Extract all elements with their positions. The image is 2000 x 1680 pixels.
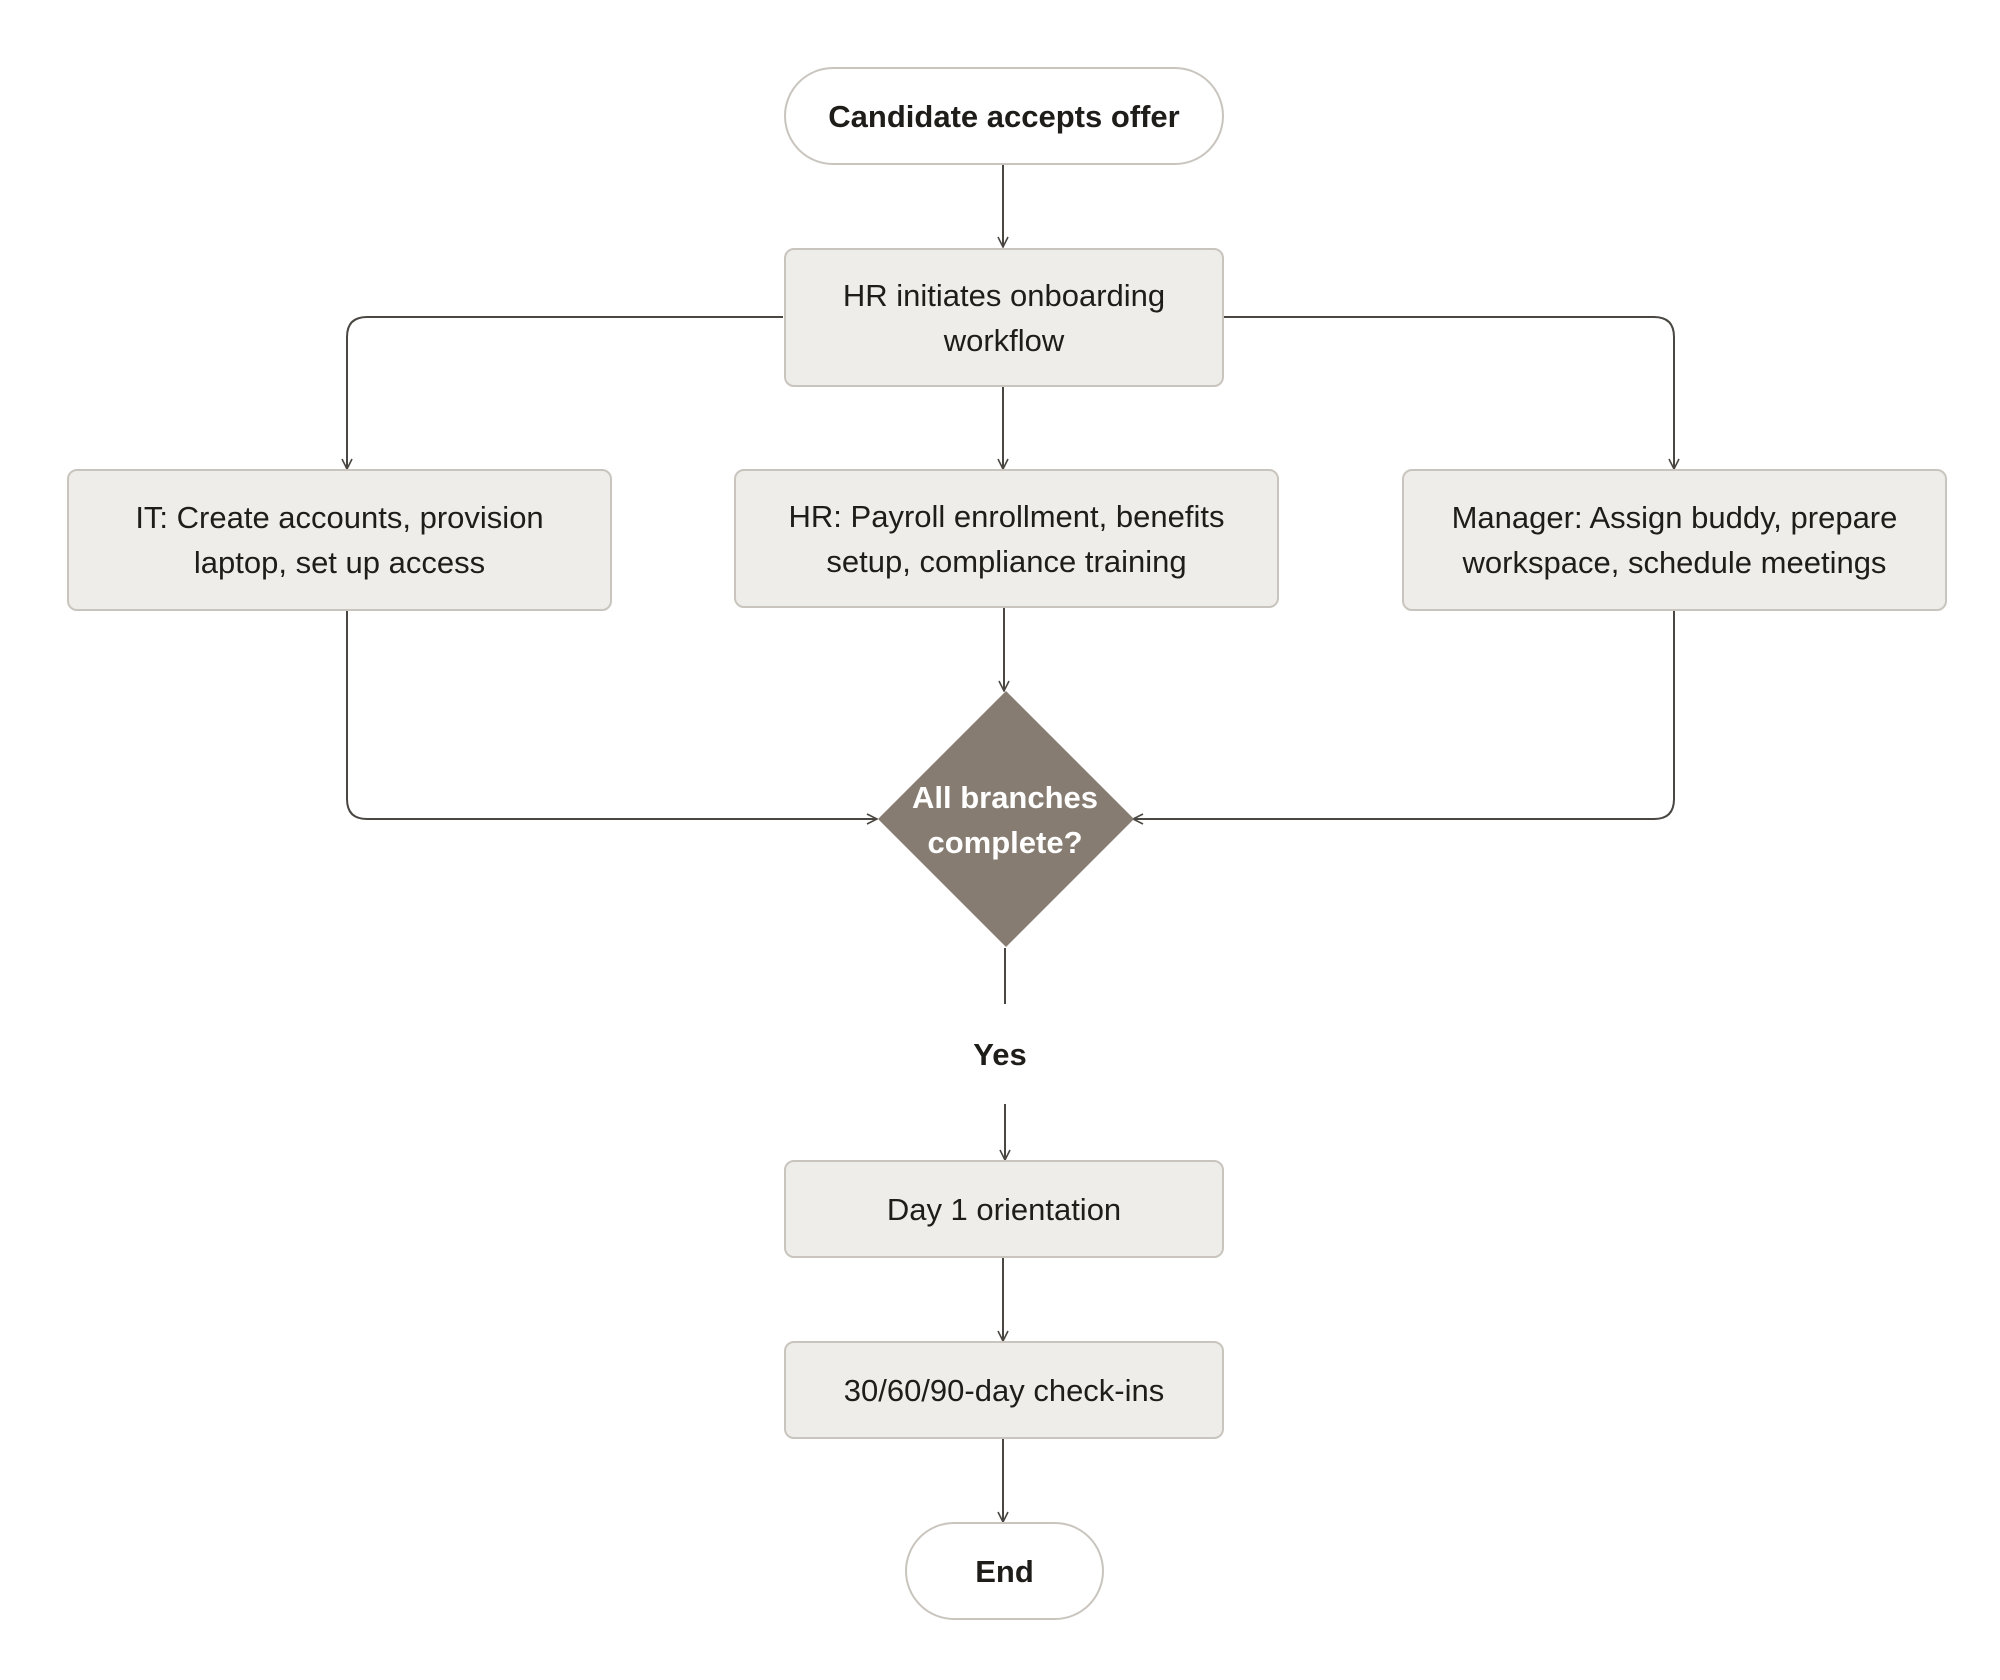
hr-initiates-node-label: HR initiates onboarding workflow — [842, 277, 1166, 358]
decision-diamond — [878, 691, 1134, 947]
checkins-node-label: 30/60/90-day check-ins — [843, 1372, 1165, 1408]
it-task-node-label: IT: Create accounts, provision laptop, s… — [135, 500, 544, 580]
arrow-hr-initiates-to-manager — [1223, 316, 1674, 469]
start-node-label: Candidate accepts offer — [828, 98, 1180, 134]
hr-task-node-label: HR: Payroll enrollment, benefits setup, … — [788, 498, 1225, 579]
arrow-manager-to-decision — [1133, 611, 1675, 819]
checkins-node: 30/60/90-day check-ins — [784, 1341, 1224, 1439]
day1-orientation-node: Day 1 orientation — [784, 1160, 1224, 1258]
day1-orientation-node-label: Day 1 orientation — [886, 1191, 1122, 1227]
end-node: End — [905, 1522, 1104, 1620]
manager-task-node-label: Manager: Assign buddy, prepare workspace… — [1451, 500, 1898, 580]
edge-label-yes: Yes — [900, 1030, 1100, 1080]
end-node-label: End — [975, 1553, 1034, 1589]
start-node: Candidate accepts offer — [784, 67, 1224, 165]
arrow-hr-initiates-to-it — [347, 316, 783, 469]
manager-task-node: Manager: Assign buddy, prepare workspace… — [1402, 469, 1947, 611]
decision-label: All branches complete? — [911, 780, 1099, 860]
hr-initiates-node: HR initiates onboarding workflow — [784, 248, 1224, 387]
it-task-node: IT: Create accounts, provision laptop, s… — [67, 469, 612, 611]
arrow-it-to-decision — [346, 611, 877, 819]
hr-task-node: HR: Payroll enrollment, benefits setup, … — [734, 469, 1279, 608]
